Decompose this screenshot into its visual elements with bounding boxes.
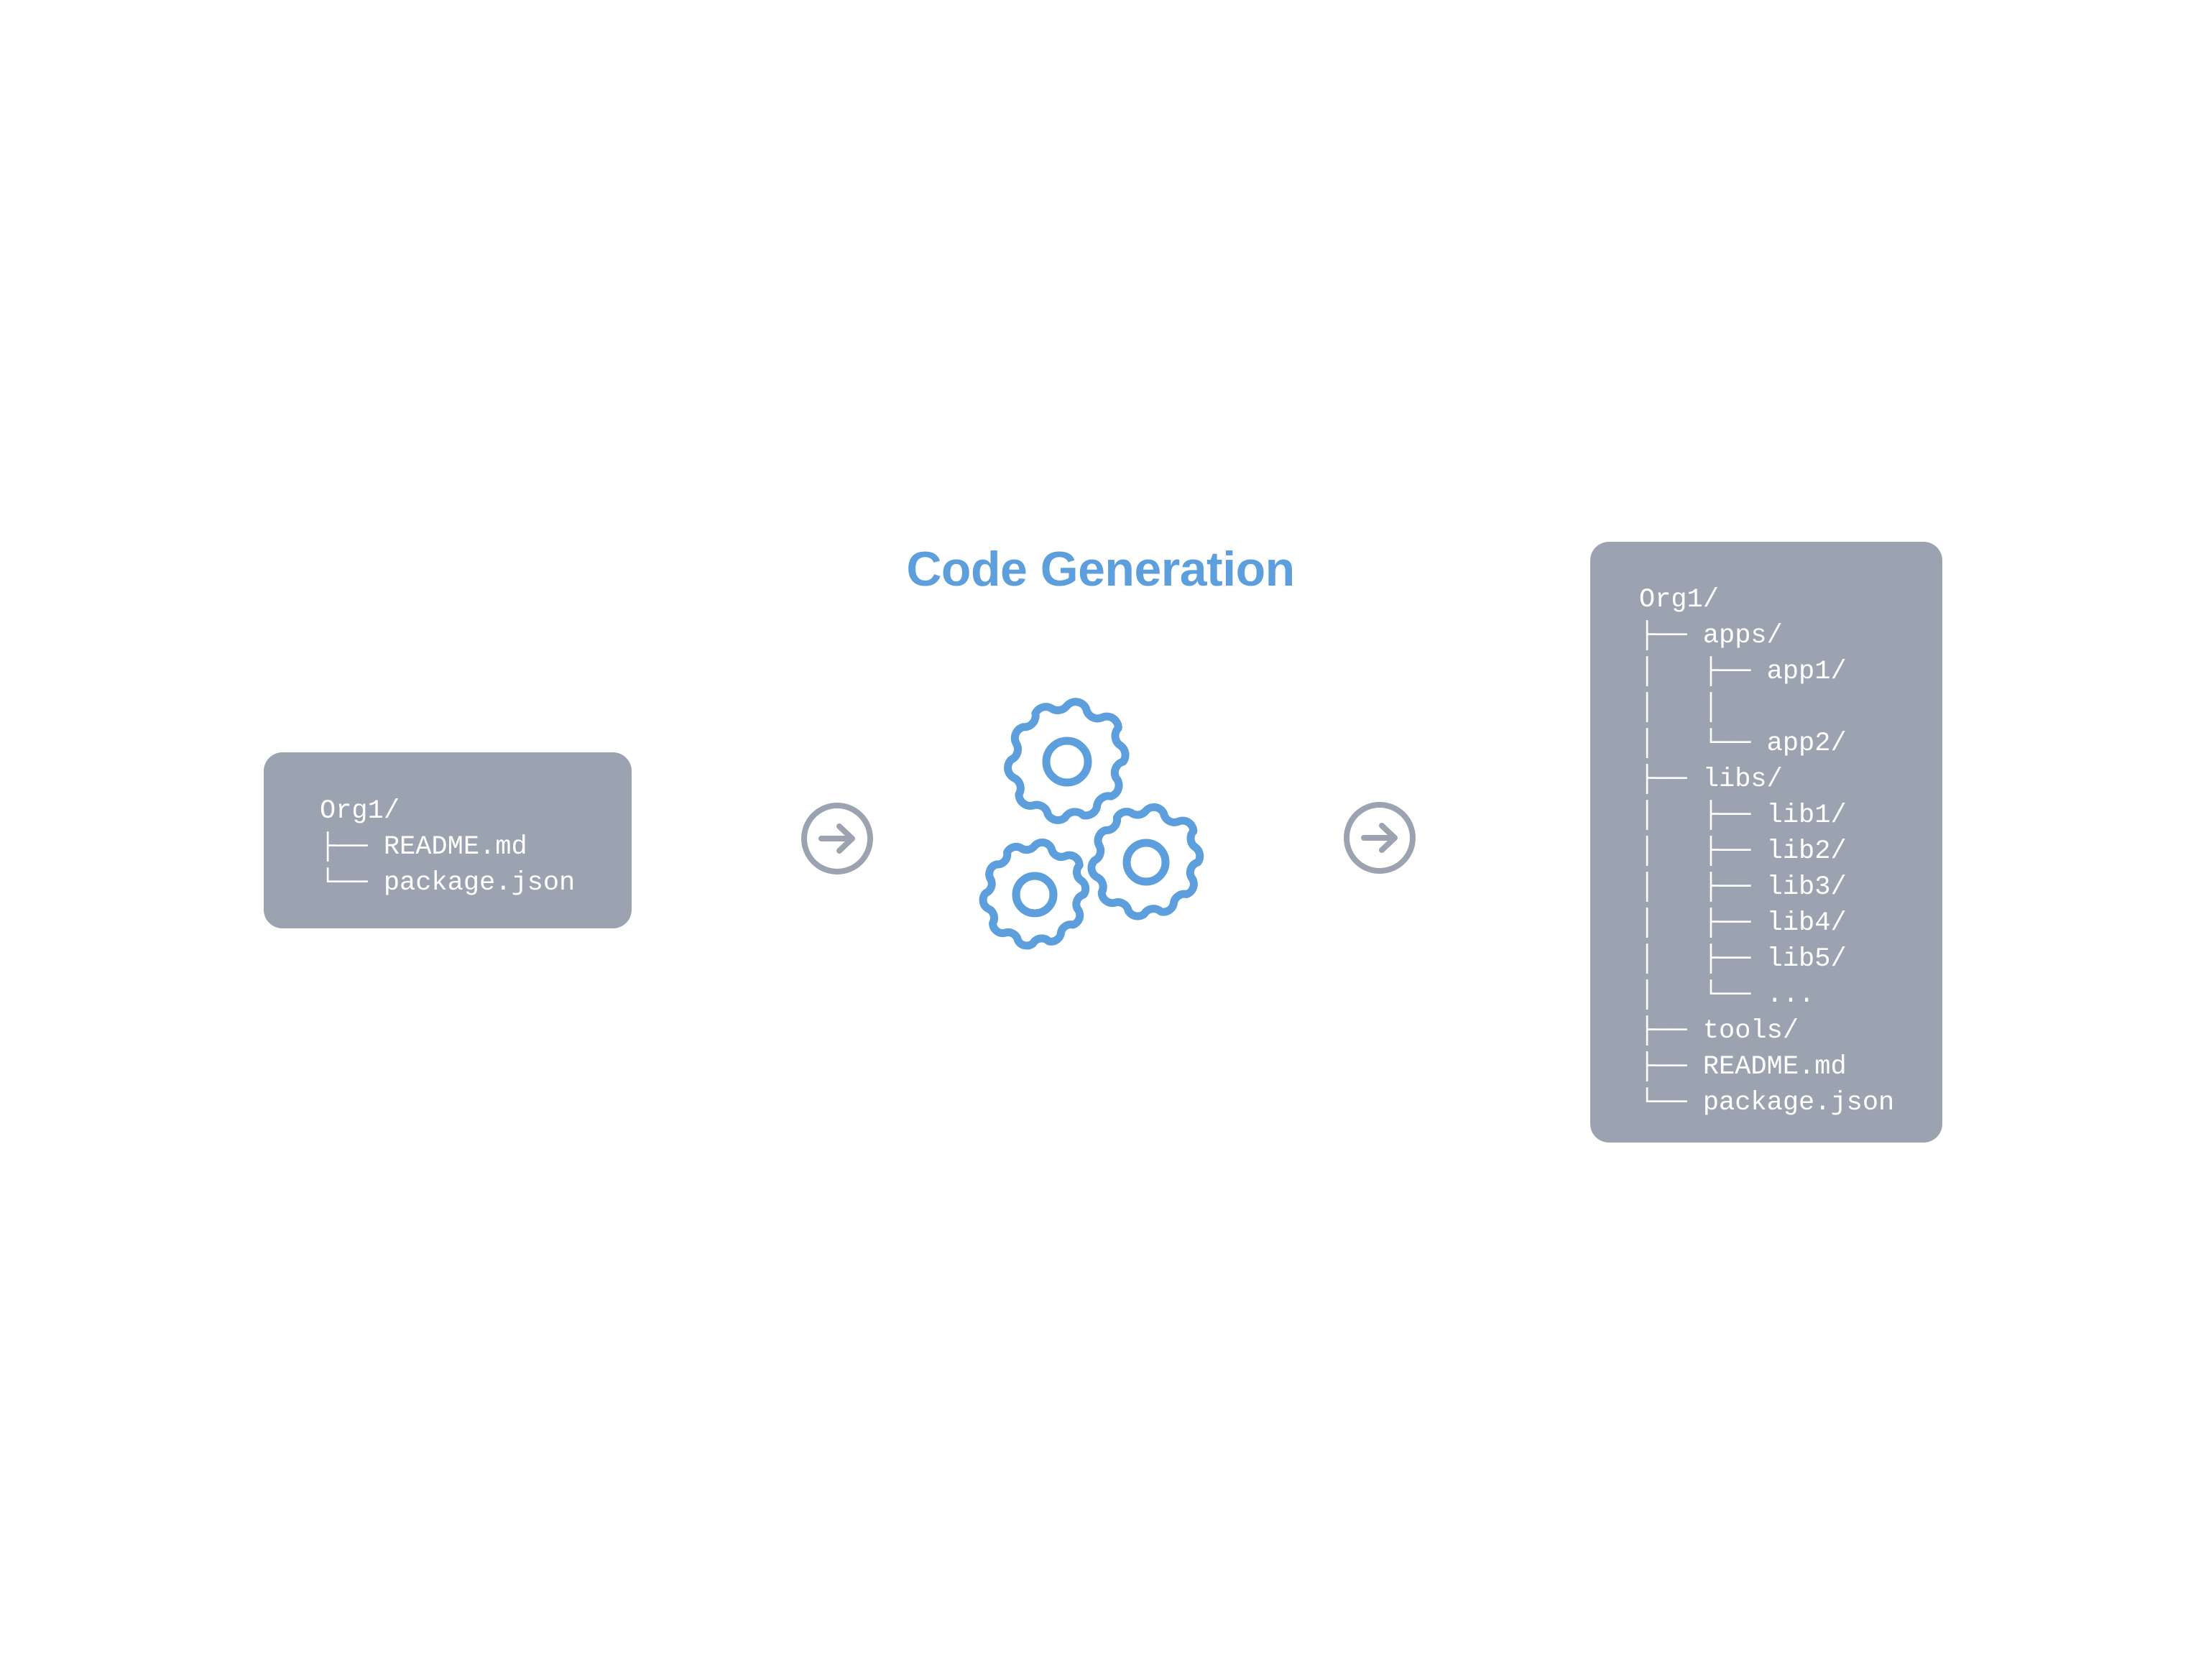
output-repo-panel: Org1/ ├── apps/ │ ├── app1/ │ │ │ └── ap… (1590, 542, 1942, 1143)
arrow-right-circle-icon-2 (1341, 799, 1418, 877)
gears-icon (979, 698, 1204, 950)
gear-top-left (1004, 698, 1130, 824)
gear-bottom-right (1087, 803, 1204, 920)
gears-icon-group (972, 686, 1216, 952)
arrow-right-circle-icon-1 (798, 800, 876, 877)
output-repo-tree-text: Org1/ ├── apps/ │ ├── app1/ │ │ │ └── ap… (1639, 585, 1895, 1118)
arrow-right-circle-icon (801, 803, 873, 874)
input-repo-tree-text: Org1/ ├── README.md └── package.json (320, 796, 576, 898)
input-repo-panel: Org1/ ├── README.md └── package.json (264, 752, 632, 928)
page-title: Code Generation (906, 542, 1295, 596)
arrow-right-circle-icon (1344, 802, 1416, 874)
gear-bottom-left (979, 838, 1090, 950)
